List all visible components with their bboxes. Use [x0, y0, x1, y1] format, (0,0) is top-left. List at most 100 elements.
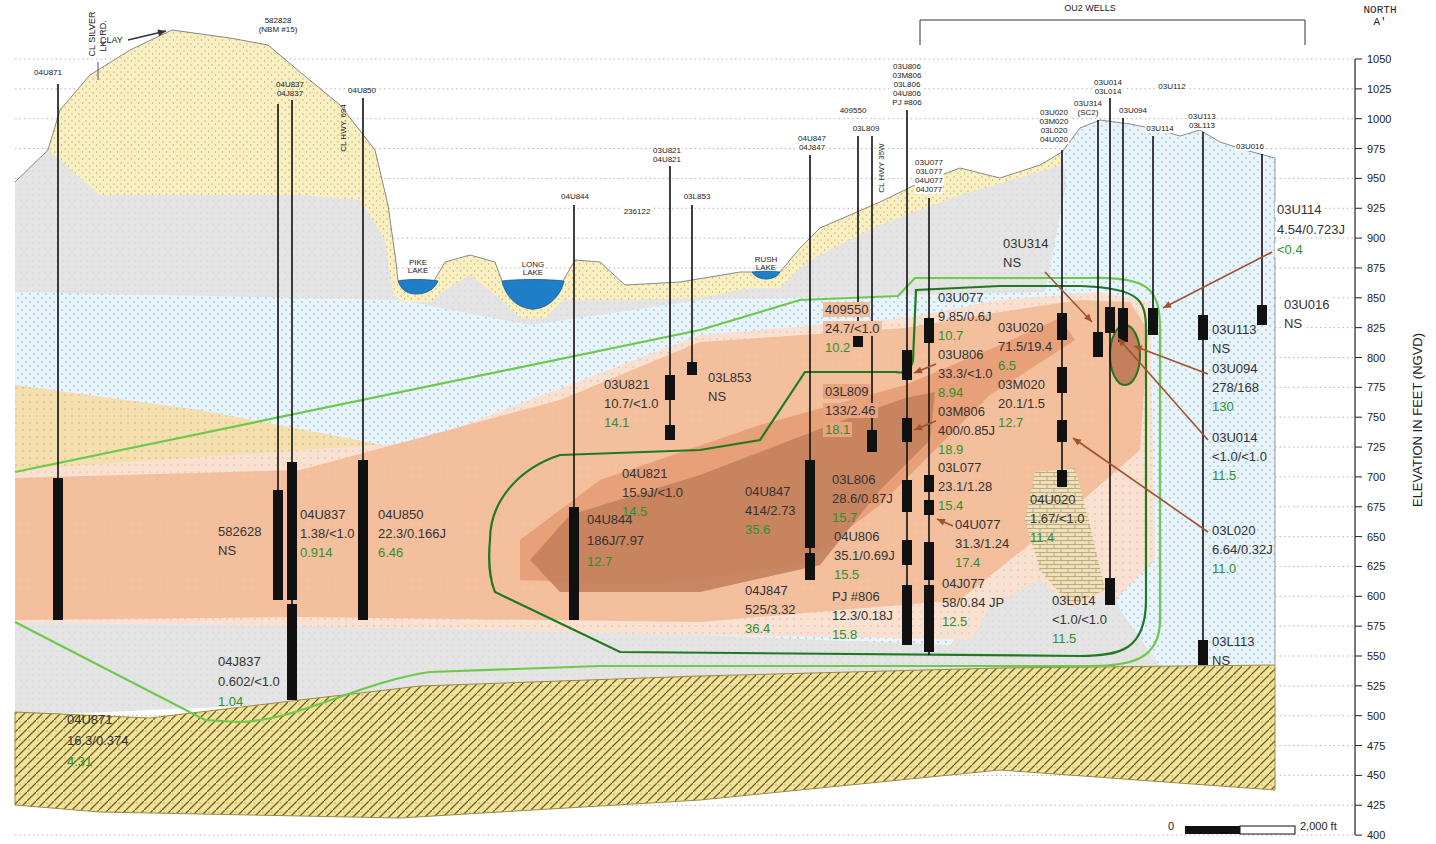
concentration-value: 6.46: [378, 545, 403, 560]
axis-label: 450: [1367, 769, 1385, 782]
well-screen: [1105, 578, 1115, 605]
concentration-value: 14.5: [622, 504, 647, 519]
sample-value: 03L077: [938, 460, 981, 475]
well-id: 04U850: [347, 86, 377, 95]
well-id: 03U014: [1093, 78, 1123, 87]
axis-tick: [1355, 59, 1362, 60]
sample-value: 186J/7.97: [587, 533, 644, 548]
well-screen: [1057, 420, 1067, 442]
well-id: 04U844: [560, 192, 590, 201]
axis-label: 850: [1367, 291, 1385, 304]
concentration-value: 18.9: [938, 442, 963, 457]
concentration-value: 12.7: [998, 415, 1023, 430]
axis-tick: [1355, 238, 1362, 239]
concentration-value: 10.2: [823, 340, 852, 355]
leader-arrow-head: [1134, 346, 1143, 353]
concentration-value: 8.94: [938, 385, 963, 400]
lake-water: [502, 280, 564, 310]
sample-value: 15.9J/<1.0: [622, 485, 683, 500]
well-casing: [1097, 120, 1099, 357]
axis-label: 925: [1367, 202, 1385, 215]
lake-water: [752, 271, 780, 279]
well-screen: [1105, 307, 1115, 333]
well-id: 03U094: [1118, 106, 1148, 115]
axis-label: 500: [1367, 709, 1385, 722]
well-screen: [273, 490, 283, 600]
leader-arrow: [937, 519, 953, 526]
axis-tick: [1355, 805, 1362, 806]
bedrock-layer: [15, 665, 1275, 818]
well-screen: [924, 585, 934, 652]
axis-tick: [1355, 506, 1362, 507]
well-id: 04U821: [652, 155, 682, 164]
leader-arrow: [1073, 438, 1208, 532]
axis-tick: [1355, 387, 1362, 388]
concentration-value: 18.1: [823, 422, 852, 437]
axis-label: 625: [1367, 560, 1385, 573]
plume-core: [530, 392, 935, 592]
clay-layer: [48, 30, 1062, 318]
concentration-value: 11.5: [1212, 468, 1236, 483]
well-screen: [287, 604, 297, 700]
sample-value: 03U020: [998, 320, 1044, 335]
sample-value: 04J837: [218, 654, 261, 669]
well-casing: [1202, 132, 1204, 665]
concentration-value: 14.1: [604, 415, 629, 430]
sample-value: 409550: [823, 302, 870, 317]
axis-tick: [1355, 775, 1362, 776]
ou2-bracket: [920, 20, 1305, 45]
lake: LONG LAKE: [500, 259, 566, 311]
clay-arrow-head: [157, 29, 166, 36]
well-screen: [902, 350, 912, 380]
sample-value: 03L809: [823, 384, 870, 399]
axis-label: 875: [1367, 261, 1385, 274]
well-screen: [1118, 308, 1128, 342]
sample-value: 24.7/<1.0: [823, 321, 882, 336]
sample-value: 04U871: [67, 712, 113, 727]
well-screen: [924, 318, 934, 343]
concentration-value: 36.4: [745, 621, 770, 636]
concentration-value: 12.7: [587, 554, 612, 569]
leader-arrow-head: [914, 367, 923, 373]
concentration-value: <0.4: [1275, 242, 1305, 257]
well-screen: [1257, 305, 1267, 325]
well-screen: [1093, 332, 1103, 357]
sample-value: 03U113: [1212, 322, 1257, 337]
axis-tick: [1355, 88, 1362, 89]
axis-label: 725: [1367, 441, 1385, 454]
well-id: 03L853: [683, 192, 712, 201]
well-screen: [287, 462, 297, 600]
leader-arrow: [914, 364, 936, 373]
sample-value: 03U806: [938, 347, 984, 362]
well-screen: [805, 460, 815, 548]
well-screen: [805, 553, 815, 580]
scale-bar-black: [1185, 826, 1240, 834]
vertical-label: CL HWY. 694: [339, 104, 348, 152]
aquifer-layer: [15, 292, 1155, 640]
well-screen: [358, 460, 368, 620]
leader-arrow-head: [1073, 438, 1082, 445]
axis-label: 1025: [1367, 82, 1391, 95]
axis-tick: [1355, 447, 1362, 448]
well-casing: [1261, 154, 1263, 325]
well-id: 03L077: [915, 167, 944, 176]
well-id: 03U016: [1235, 142, 1265, 151]
plume-outer-contour: [15, 278, 1160, 722]
sample-value: 04U806: [834, 529, 880, 544]
concentration-value: 15.5: [834, 567, 859, 582]
concentration-value: 11.5: [1052, 631, 1076, 646]
note-label: 0: [1168, 820, 1174, 833]
concentration-value: 11.4: [1030, 530, 1054, 545]
sample-value: NS: [708, 389, 726, 404]
axis-tick: [1355, 626, 1362, 627]
well-screen: [1057, 313, 1067, 340]
axis-label: 825: [1367, 321, 1385, 334]
axis-label: 800: [1367, 351, 1385, 364]
well-id: 04U837: [275, 80, 305, 89]
sample-value: 525/3.32: [745, 602, 796, 617]
axis-label: 475: [1367, 739, 1385, 752]
concentration-value: 130: [1212, 399, 1234, 414]
axis-tick: [1355, 476, 1362, 477]
sample-value: 03L014: [1052, 593, 1095, 608]
sample-value: 6.64/0.32J: [1212, 542, 1273, 557]
